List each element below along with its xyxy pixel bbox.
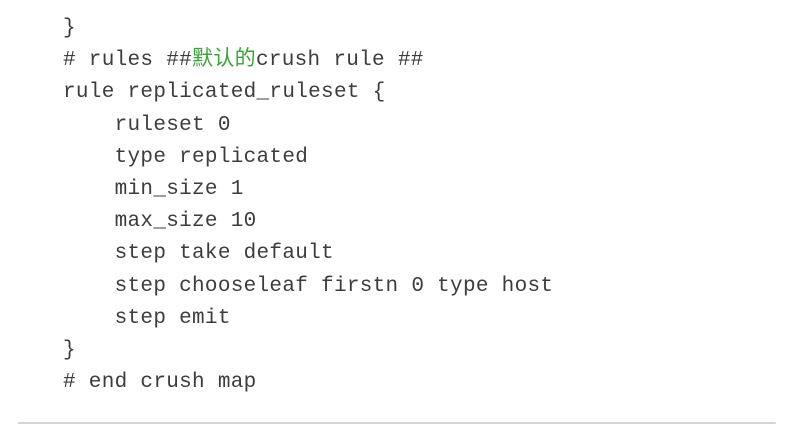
code-line: min_size 1	[63, 174, 553, 206]
code-text: min_size 1	[63, 177, 244, 201]
code-text: }	[63, 17, 76, 40]
code-text: crush rule ##	[255, 49, 424, 73]
code-line: # end crush map	[63, 367, 553, 399]
code-line: max_size 10	[63, 206, 553, 238]
code-line: step chooseleaf firstn 0 type host	[63, 271, 553, 303]
crush-map-code-block: } # rules ##默认的crush rule ## rule replicat…	[63, 13, 553, 399]
code-text: max_size 10	[63, 210, 257, 234]
code-line: type replicated	[63, 142, 553, 174]
code-text: rule replicated_ruleset {	[63, 81, 386, 105]
code-line: step emit	[63, 303, 553, 335]
code-text: step chooseleaf firstn 0 type host	[63, 274, 554, 298]
code-line: # rules ##默认的crush rule ##	[63, 45, 553, 77]
code-line: }	[63, 13, 553, 45]
code-text: }	[63, 338, 76, 362]
code-text: # rules ##	[63, 49, 193, 73]
bottom-divider	[18, 422, 776, 424]
code-text: # end crush map	[63, 371, 257, 395]
code-text: step take default	[63, 242, 334, 266]
code-text: type replicated	[63, 145, 309, 169]
code-line: ruleset 0	[63, 110, 553, 142]
code-line: step take default	[63, 238, 553, 270]
code-line: }	[63, 335, 553, 367]
code-line: rule replicated_ruleset {	[63, 77, 553, 109]
highlighted-comment-text: 默认的	[192, 49, 256, 73]
code-text: step emit	[63, 306, 231, 330]
code-text: ruleset 0	[63, 113, 231, 137]
